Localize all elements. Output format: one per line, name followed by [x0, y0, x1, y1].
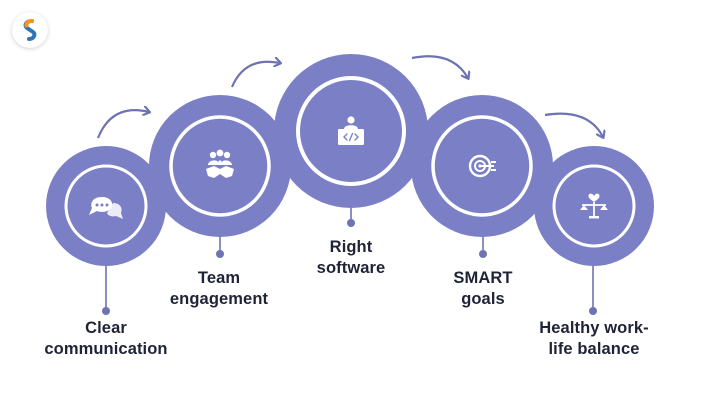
arrow-2: [230, 62, 280, 88]
step-label-goals: SMART goals: [393, 268, 573, 310]
step-label-engagement: Team engagement: [129, 268, 309, 310]
brand-logo: [12, 12, 48, 48]
step-label-balance: Healthy work- life balance: [504, 318, 684, 360]
step-label-line2: communication: [44, 340, 168, 358]
step-label-line1: SMART: [453, 269, 513, 287]
step-label-line1: Team: [197, 269, 241, 287]
step-label-line2: life balance: [548, 340, 640, 358]
arrow-3: [411, 55, 468, 78]
step-label-line1: Right: [329, 238, 373, 256]
target-icon: [468, 154, 496, 178]
step-label-line2: software: [316, 259, 386, 277]
developer-laptop-icon: [338, 116, 364, 145]
connector-dot-software: [347, 219, 355, 227]
connector-dot-engagement: [216, 250, 224, 258]
arrow-4: [544, 112, 603, 137]
work-life-balance-icon: [580, 193, 608, 219]
step-label-line2: goals: [461, 290, 505, 308]
connector-dot-goals: [479, 250, 487, 258]
arrow-1: [96, 110, 149, 139]
step-label-line2: engagement: [169, 290, 269, 308]
step-label-software: Right software: [261, 237, 441, 279]
step-label-line1: Healthy work-: [539, 319, 649, 337]
step-label-line1: Clear: [85, 319, 127, 337]
team-handshake-icon: [206, 149, 234, 178]
step-label-communication: Clear communication: [16, 318, 196, 360]
connectors: [102, 208, 597, 315]
step-circle-engagement: [149, 95, 291, 237]
brand-logo-icon: [23, 19, 37, 41]
connector-dot-balance: [589, 307, 597, 315]
connector-dot-communication: [102, 307, 110, 315]
chat-bubbles-icon: [89, 197, 123, 219]
